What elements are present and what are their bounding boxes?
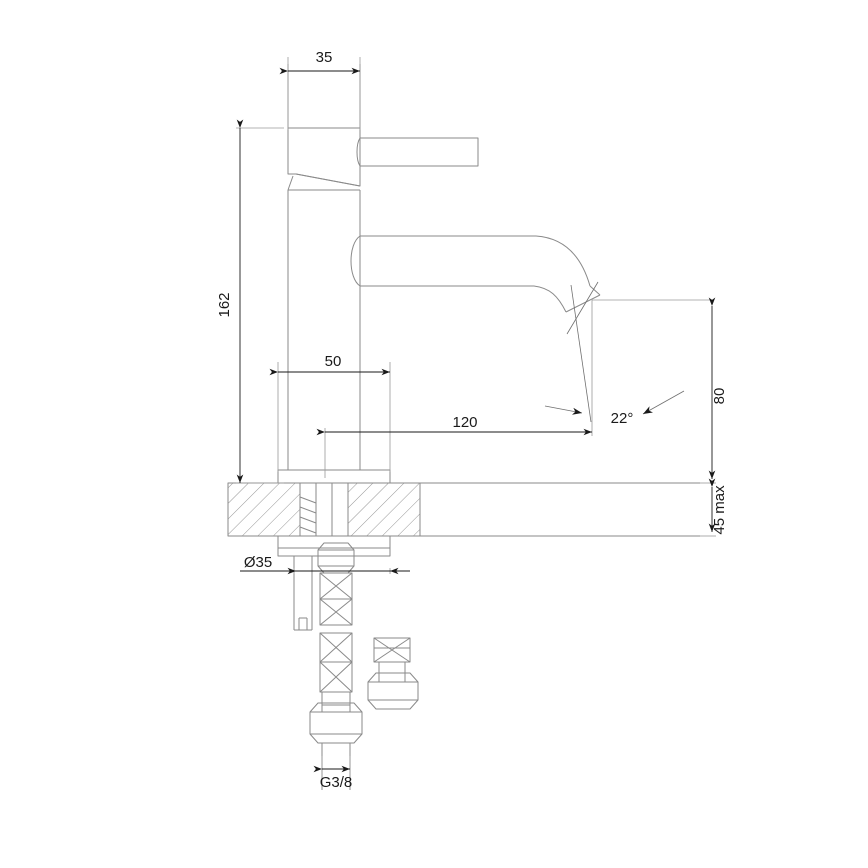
dimension-label-162: 162 xyxy=(216,292,233,317)
dimension-label-80: 80 xyxy=(711,388,728,405)
hex-nut-lower xyxy=(309,702,363,744)
dimension-label-g38: G3/8 xyxy=(320,774,353,791)
dimension-label-22deg: 22° xyxy=(611,410,634,427)
mounting-plate xyxy=(277,535,391,557)
knurled-ferrule-lower xyxy=(319,632,353,693)
countertop-section xyxy=(227,482,700,537)
dimension-angle-22 xyxy=(544,281,685,423)
side-fitting xyxy=(367,637,419,710)
hose-neck-lower xyxy=(321,691,351,713)
spout xyxy=(350,235,601,313)
threaded-stud xyxy=(299,483,349,536)
flexible-hose xyxy=(293,556,313,631)
dimension-label-diameter35: Ø35 xyxy=(244,554,272,571)
handle-collar xyxy=(287,175,360,191)
knurled-ferrule-upper xyxy=(319,572,353,626)
handle-lever xyxy=(356,137,479,167)
dimension-label-45max: 45 max xyxy=(711,485,728,535)
dimension-label-120: 120 xyxy=(452,414,477,431)
dimension-label-50: 50 xyxy=(325,353,342,370)
hex-nut-upper xyxy=(317,542,355,574)
body-cylinder xyxy=(287,190,361,470)
handle-housing xyxy=(287,64,361,187)
dimension-label-35: 35 xyxy=(316,49,333,66)
base-flange xyxy=(277,469,391,484)
